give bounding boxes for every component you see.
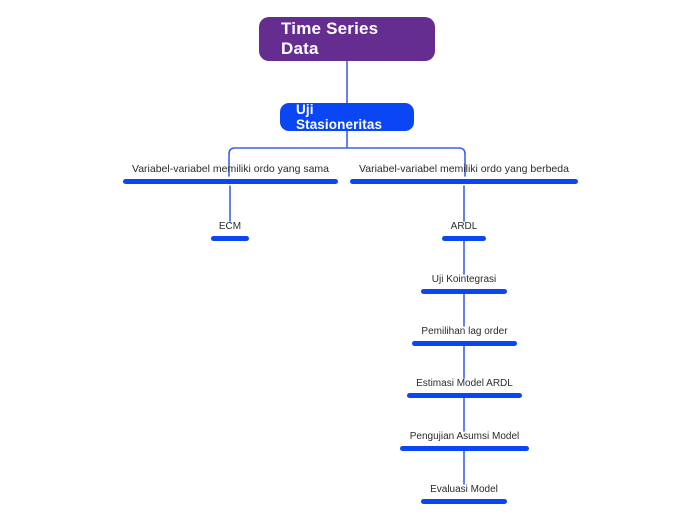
node-uji-kointegrasi-bar — [421, 289, 507, 294]
node-variabel-ordo-sama[interactable]: Variabel-variabel memiliki ordo yang sam… — [123, 163, 338, 184]
node-ecm[interactable]: ECM — [200, 220, 260, 241]
node-evaluasi-model[interactable]: Evaluasi Model — [421, 483, 507, 504]
node-variabel-ordo-berbeda[interactable]: Variabel-variabel memiliki ordo yang ber… — [350, 163, 578, 184]
node-ecm-label: ECM — [218, 221, 242, 232]
node-estimasi-model-ardl[interactable]: Estimasi Model ARDL — [407, 377, 522, 398]
node-pemilihan-lag-order-bar — [412, 341, 517, 346]
node-variabel-ordo-sama-label: Variabel-variabel memiliki ordo yang sam… — [131, 163, 330, 175]
node-estimasi-model-ardl-label: Estimasi Model ARDL — [416, 378, 513, 389]
node-ecm-bar — [211, 236, 249, 241]
node-pengujian-asumsi-model-bar — [400, 446, 529, 451]
node-ardl-label: ARDL — [450, 221, 478, 232]
node-pengujian-asumsi-model-label: Pengujian Asumsi Model — [409, 431, 520, 442]
node-pengujian-asumsi-model[interactable]: Pengujian Asumsi Model — [400, 430, 529, 451]
node-estimasi-model-ardl-bar — [407, 393, 522, 398]
node-pemilihan-lag-order[interactable]: Pemilihan lag order — [412, 325, 517, 346]
node-uji-stasioneritas[interactable]: Uji Stasioneritas — [280, 102, 414, 132]
node-pemilihan-lag-order-label: Pemilihan lag order — [421, 326, 508, 337]
node-ardl-bar — [442, 236, 486, 241]
node-uji-kointegrasi[interactable]: Uji Kointegrasi — [421, 273, 507, 294]
node-variabel-ordo-berbeda-label: Variabel-variabel memiliki ordo yang ber… — [359, 163, 569, 175]
node-evaluasi-model-label: Evaluasi Model — [430, 484, 498, 495]
node-ardl[interactable]: ARDL — [432, 220, 496, 241]
node-uji-stasioneritas-label: Uji Stasioneritas — [296, 102, 383, 132]
node-time-series-data[interactable]: Time Series Data — [259, 17, 435, 61]
node-uji-kointegrasi-label: Uji Kointegrasi — [431, 274, 497, 285]
node-variabel-ordo-sama-bar — [123, 179, 338, 184]
node-variabel-ordo-berbeda-bar — [350, 179, 578, 184]
node-evaluasi-model-bar — [421, 499, 507, 504]
node-time-series-data-label: Time Series Data — [281, 19, 379, 58]
